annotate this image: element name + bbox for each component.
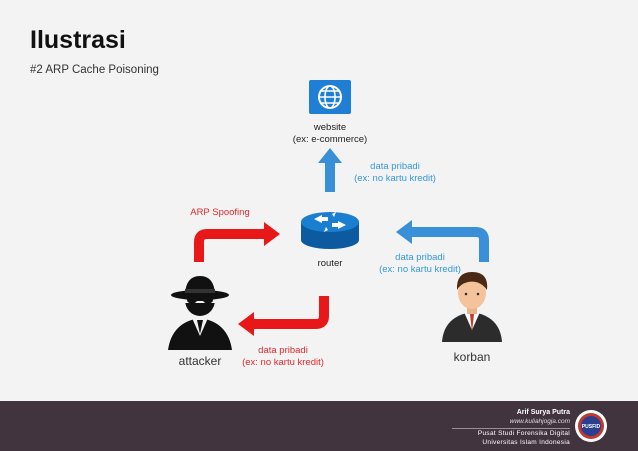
footer-org-line2: Universitas Islam Indonesia [482,439,570,446]
router-to-website-label-line1: data pribadi [370,161,420,172]
arrow-router-to-attacker [238,296,329,336]
router-to-attacker-label-line2: (ex: no kartu kredit) [242,356,324,368]
website-label: website (ex: e-commerce) [280,122,380,146]
korban-label: korban [453,350,491,364]
footer-author: Arif Surya Putra [516,409,570,416]
website-label-line2: (ex: e-commerce) [292,133,368,145]
website-globe-icon [309,80,351,114]
router-to-website-label-line2: (ex: no kartu kredit) [354,172,436,184]
attacker-spy-icon [168,276,232,350]
router-to-attacker-label: data pribadi (ex: no kartu kredit) [233,345,333,369]
router-to-website-label: data pribadi (ex: no kartu kredit) [345,161,445,185]
attacker-label: attacker [178,354,222,368]
korban-to-router-label-line2: (ex: no kartu kredit) [379,263,461,275]
logo-text: PUSFID [582,424,601,430]
footer-website: www.kuliahjogja.com [509,418,570,425]
footer-org-line1: Pusat Studi Forensika Digital [477,430,570,437]
slide-subtitle: #2 ARP Cache Poisoning [30,64,159,76]
arrow-arp-spoofing [194,222,280,262]
arp-spoofing-label: ARP Spoofing [190,207,250,218]
router-to-attacker-label-line1: data pribadi [258,345,308,356]
arrow-korban-to-router [396,220,489,262]
router-icon [301,212,359,249]
website-label-line1: website [313,122,347,133]
footer-bar: Arif Surya Putra www.kuliahjogja.com Pus… [0,401,638,451]
arrow-router-to-website [318,148,342,192]
korban-person-icon [442,272,502,342]
router-label: router [317,258,343,269]
korban-to-router-label: data pribadi (ex: no kartu kredit) [370,252,470,276]
slide-title: Ilustrasi [30,26,126,54]
footer-divider [452,428,570,429]
korban-to-router-label-line1: data pribadi [395,252,445,263]
pusfid-logo-icon: PUSFID [575,410,607,442]
